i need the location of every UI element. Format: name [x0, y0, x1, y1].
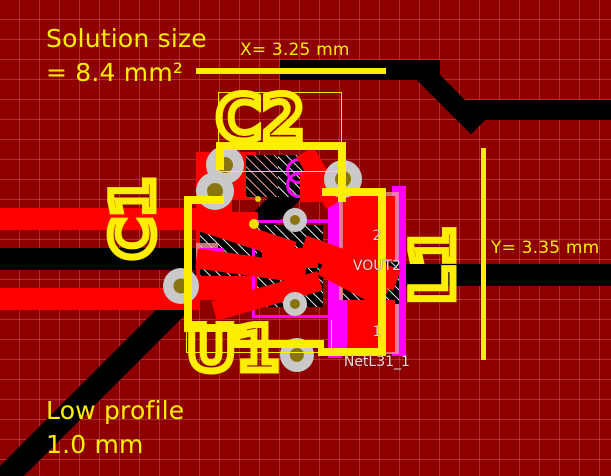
annotation-solution-size-line2: = 8.4 mm²: [46, 58, 184, 87]
silk-c2-right: [338, 142, 346, 202]
pad-netl31: [343, 300, 395, 352]
red-plane-lower: [0, 288, 200, 310]
dimension-line-x: [196, 68, 386, 74]
silk-courtyard-left: [184, 196, 192, 332]
pad-net-vout2: VOUT2: [352, 258, 401, 274]
annotation-dim-x: X= 3.25 mm: [240, 40, 350, 60]
pad-marker-dot-2: [255, 196, 261, 202]
black-trace-top-right: [460, 100, 611, 120]
silk-courtyard-bottom: [184, 324, 240, 332]
via-left-mid[interactable]: [163, 268, 199, 304]
silk-c2-left: [216, 142, 224, 170]
black-trace-left: [0, 248, 205, 270]
black-trace-right: [398, 264, 611, 286]
outline-c2-assembly: [218, 92, 342, 172]
pad-number-1: 1: [372, 324, 382, 340]
dimension-line-y: [481, 148, 486, 360]
refdes-c2: C2: [213, 82, 309, 155]
pad-label-netl31: 1 NetL31_1: [318, 310, 418, 385]
fanout-node-center: [262, 248, 318, 268]
silk-courtyard-step-h: [232, 340, 324, 348]
pad-marker-dot: [249, 219, 259, 229]
silk-l1-bottom: [318, 348, 386, 356]
via-top-left-2[interactable]: [196, 172, 234, 210]
annotation-low-profile-line1: Low profile: [46, 396, 185, 425]
pad-netl31-mask: [339, 300, 347, 352]
silk-courtyard-step-v: [232, 324, 240, 348]
outline-u1-assembly: [186, 320, 332, 353]
silk-l1-top: [322, 188, 386, 196]
annotation-dim-y: Y= 3.35 mm: [491, 238, 600, 258]
silk-l1-right: [378, 188, 386, 356]
via-center-upper[interactable]: [283, 208, 307, 232]
red-plane-upper: [0, 208, 200, 230]
pad-net-netl31: NetL31_1: [343, 354, 410, 370]
via-center-lower[interactable]: [283, 292, 307, 316]
annotation-solution-size-line1: Solution size: [46, 24, 207, 53]
pad-label-vout2: 2 VOUT2: [322, 214, 414, 289]
refdes-u1: U1: [182, 312, 283, 385]
annotation-low-profile-line2: 1.0 mm: [46, 430, 144, 459]
silk-c2-top: [216, 142, 346, 150]
pad-number-2: 2: [372, 228, 382, 244]
silk-courtyard-top: [184, 196, 224, 204]
black-trace-top-jog: [410, 60, 486, 135]
refdes-c1: C1: [96, 174, 171, 264]
